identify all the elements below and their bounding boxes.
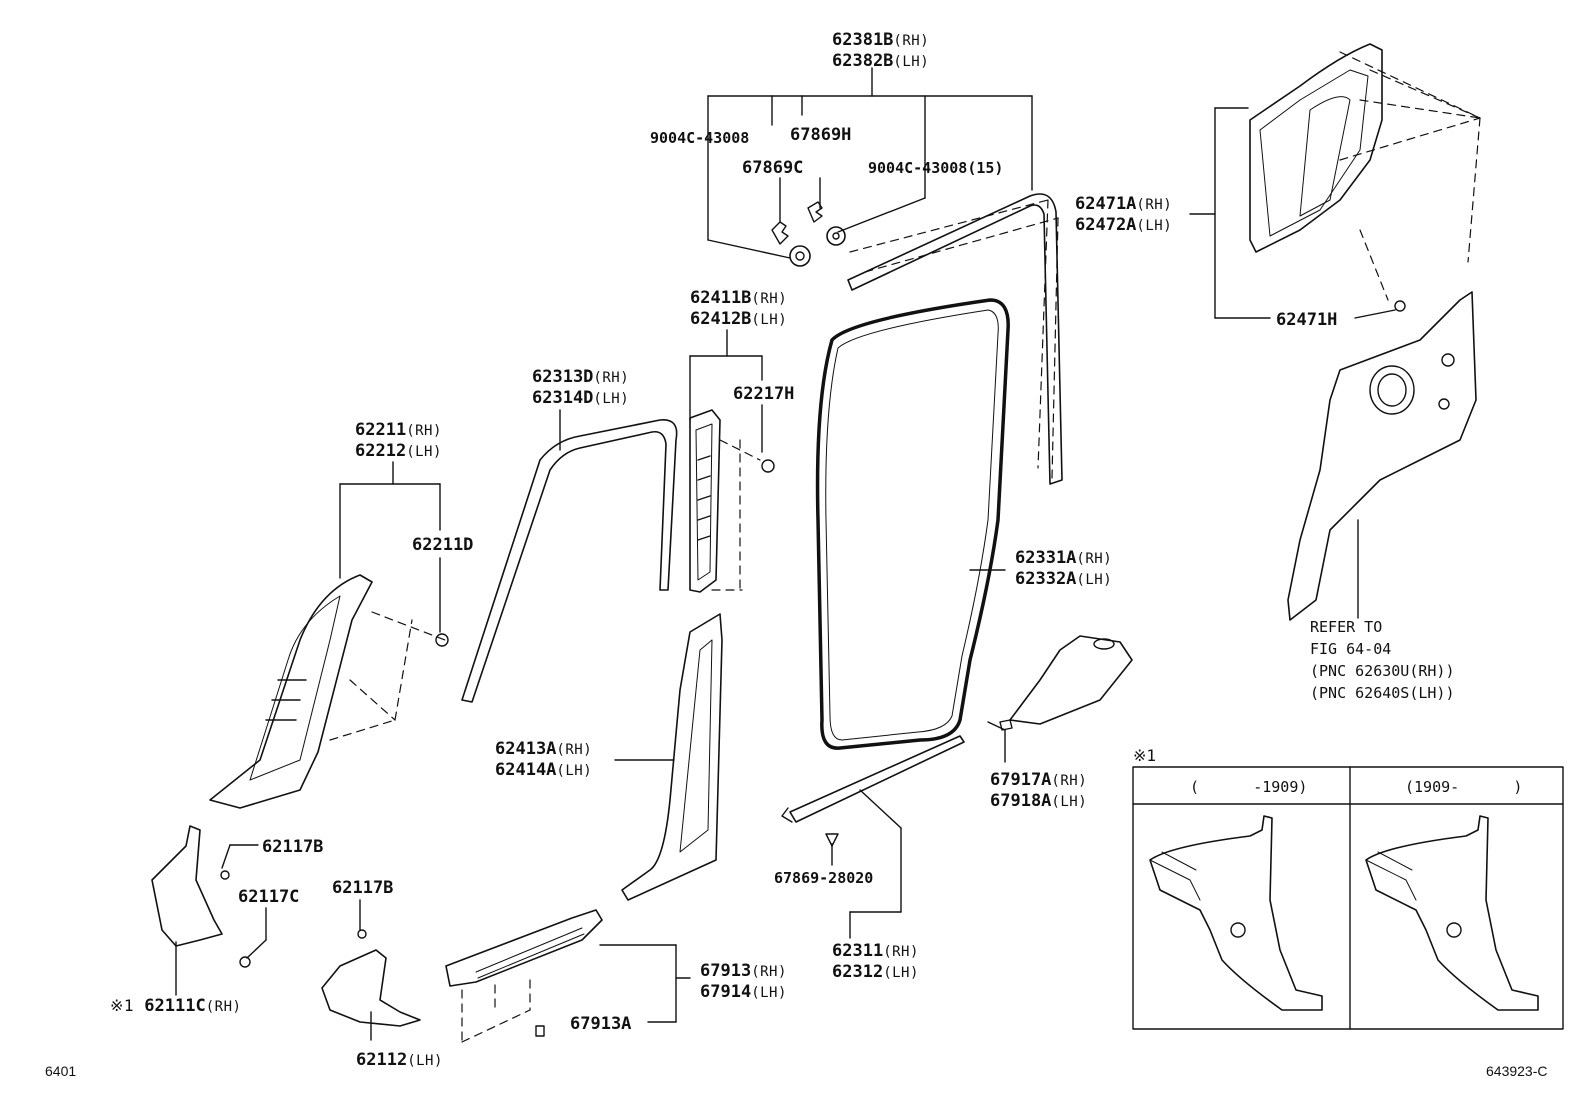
label-67918A: 67918A(LH) bbox=[990, 791, 1088, 811]
clips-group bbox=[772, 202, 845, 266]
scuff-plate bbox=[446, 910, 602, 986]
leader-lines bbox=[176, 68, 1395, 1040]
label-62411B: 62411B(RH) bbox=[690, 288, 788, 308]
cowl-trim-rh bbox=[152, 826, 222, 946]
label-62117C: 62117C bbox=[238, 887, 300, 907]
label-62412B: 62412B(LH) bbox=[690, 309, 788, 329]
sill-strip bbox=[790, 736, 964, 822]
label-67869H: 67869H bbox=[790, 125, 852, 145]
label-62212: 62212(LH) bbox=[355, 441, 442, 461]
refer-note-line1: REFER TO bbox=[1310, 618, 1383, 636]
front-pillar-rail bbox=[462, 420, 677, 702]
inset-box bbox=[1133, 767, 1563, 1029]
label-67869C: 67869C bbox=[742, 158, 804, 178]
kick-panel bbox=[1010, 636, 1132, 724]
figure-code-right: 643923-C bbox=[1486, 1063, 1548, 1079]
label-62414A: 62414A(LH) bbox=[495, 760, 593, 780]
label-62314D: 62314D(LH) bbox=[532, 388, 630, 408]
label-9004C-43008-15: 9004C-43008(15) bbox=[868, 159, 1004, 177]
label-62413A: 62413A(RH) bbox=[495, 739, 593, 759]
refer-note-line3: (PNC 62630U(RH)) bbox=[1310, 662, 1455, 680]
door-weatherstrip-loop bbox=[818, 300, 1009, 748]
inset-col-left: ( -1909) bbox=[1190, 778, 1308, 796]
label-9004C-43008: 9004C-43008 bbox=[650, 129, 750, 147]
label-67917A: 67917A(RH) bbox=[990, 770, 1088, 790]
label-62472A: 62472A(LH) bbox=[1075, 215, 1173, 235]
label-67914: 67914(LH) bbox=[700, 982, 787, 1002]
center-pillar-lower bbox=[622, 614, 722, 900]
label-67913: 67913(RH) bbox=[700, 961, 787, 981]
label-62382B: 62382B(LH) bbox=[832, 51, 930, 71]
refer-note-line2: FIG 64-04 bbox=[1310, 640, 1392, 658]
label-62332A: 62332A(LH) bbox=[1015, 569, 1113, 589]
label-62381B: 62381B(RH) bbox=[832, 30, 930, 50]
label-62117B: 62117B bbox=[262, 837, 324, 857]
label-62313D: 62313D(RH) bbox=[532, 367, 630, 387]
label-62211D: 62211D bbox=[412, 535, 474, 555]
roof-rail-weatherstrip bbox=[848, 194, 1062, 484]
refer-note-line4: (PNC 62640S(LH)) bbox=[1310, 684, 1455, 702]
label-62311: 62311(RH) bbox=[832, 941, 919, 961]
front-pillar-garnish bbox=[210, 575, 372, 808]
label-62111C: ※1 62111C(RH) bbox=[110, 996, 242, 1016]
label-62331A: 62331A(RH) bbox=[1015, 548, 1113, 568]
label-62312: 62312(LH) bbox=[832, 962, 919, 982]
quarter-trim-upper bbox=[1250, 44, 1382, 252]
label-62211: 62211(RH) bbox=[355, 420, 442, 440]
label-62217H: 62217H bbox=[733, 384, 795, 404]
inset-col-right: (1909- ) bbox=[1405, 778, 1523, 796]
label-62471H: 62471H bbox=[1276, 310, 1338, 330]
label-67869-28020: 67869-28020 bbox=[774, 869, 874, 887]
label-62117B-2: 62117B bbox=[332, 878, 394, 898]
inset-mark: ※1 bbox=[1133, 746, 1157, 765]
quarter-trim-lower bbox=[1288, 292, 1476, 620]
label-62471A: 62471A(RH) bbox=[1075, 194, 1173, 214]
cowl-trim-lh bbox=[322, 950, 420, 1026]
label-67913A: 67913A bbox=[570, 1014, 632, 1034]
label-62112: 62112(LH) bbox=[356, 1050, 443, 1070]
center-pillar-upper bbox=[690, 410, 720, 592]
figure-code-left: 6401 bbox=[45, 1063, 77, 1079]
dashed-lines bbox=[330, 52, 1480, 1042]
